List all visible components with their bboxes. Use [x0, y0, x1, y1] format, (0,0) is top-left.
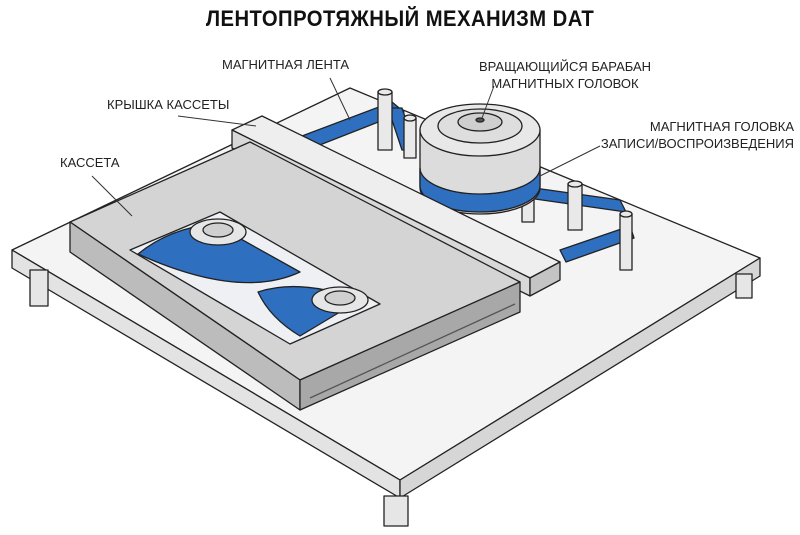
label-record-playback-head-line1: МАГНИТНАЯ ГОЛОВКА	[649, 119, 794, 134]
guide-posts	[377, 88, 633, 271]
head-drum	[419, 103, 541, 215]
label-record-playback-head: МАГНИТНАЯ ГОЛОВКА ЗАПИСИ/ВОСПРОИЗВЕДЕНИЯ	[584, 118, 794, 152]
label-cassette-lid: КРЫШКА КАССЕТЫ	[107, 97, 230, 112]
label-cassette: КАССЕТА	[60, 155, 120, 170]
label-head-drum-line1: ВРАЩАЮЩИЙСЯ БАРАБАН	[478, 59, 652, 74]
label-magnetic-tape: МАГНИТНАЯ ЛЕНТА	[222, 57, 350, 72]
diagram-title: ЛЕНТОПРОТЯЖНЫЙ МЕХАНИЗМ DAT	[205, 6, 595, 31]
label-head-drum-line2: МАГНИТНЫХ ГОЛОВОК	[491, 76, 639, 91]
tape-reel-left	[189, 218, 247, 246]
tape-reel-right	[311, 286, 369, 314]
leader-lines	[91, 77, 601, 217]
cassette-window	[129, 211, 381, 345]
label-record-playback-head-line2: ЗАПИСИ/ВОСПРОИЗВЕДЕНИЯ	[600, 136, 794, 151]
label-head-drum: ВРАЩАЮЩИЙСЯ БАРАБАН МАГНИТНЫХ ГОЛОВОК	[470, 58, 660, 92]
